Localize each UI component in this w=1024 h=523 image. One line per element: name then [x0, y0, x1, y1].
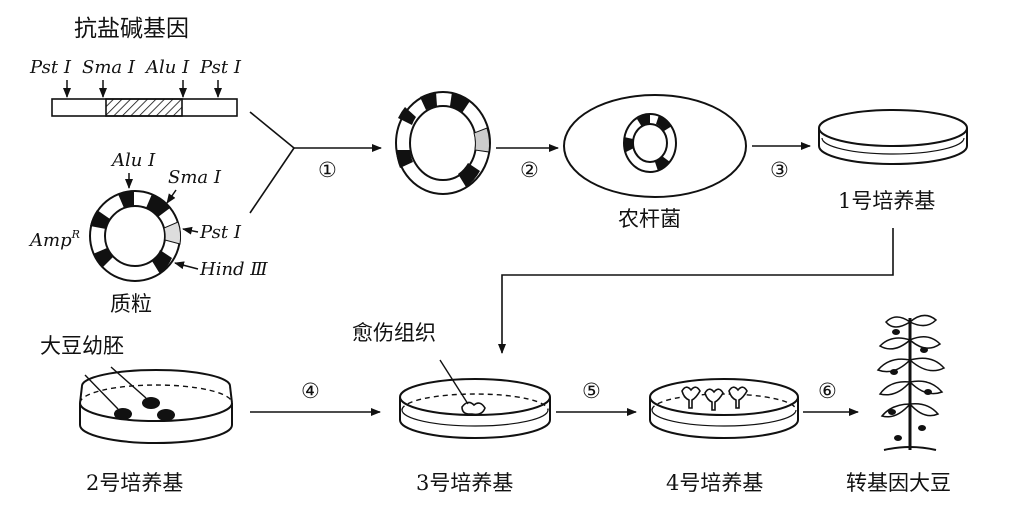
seedlings [681, 386, 748, 411]
plasmid-site-alu: Alu Ⅰ [110, 150, 156, 171]
step-5-label: ⑤ [582, 379, 601, 403]
soybean-embryos [84, 366, 175, 421]
salt-tolerance-gene-region [105, 98, 183, 117]
dish-2-label: 2号培养基 [86, 471, 183, 495]
agrobacterium-cell [563, 94, 747, 198]
plasmid-amp-label: AmpR [28, 228, 80, 251]
dna-segment [51, 98, 238, 117]
callus-tissue [461, 401, 486, 416]
plasmid-site-sma: Sma Ⅰ [168, 167, 222, 188]
step-2-label: ② [520, 158, 539, 182]
step-4-label: ④ [301, 379, 320, 403]
petri-dish-4 [649, 378, 799, 439]
bacterium-label: 农杆菌 [618, 207, 681, 231]
callus-label: 愈伤组织 [352, 321, 436, 345]
plasmid-hind-arrow [174, 261, 199, 270]
recombinant-plasmid [395, 91, 491, 195]
plasmid-sma-arrow [166, 189, 177, 204]
plasmid-ring [89, 190, 182, 282]
step-3-label: ③ [770, 158, 789, 182]
petri-dish-1 [818, 109, 968, 165]
plasmid-label: 质粒 [110, 292, 152, 316]
site-label-pst1: Pst Ⅰ [29, 57, 72, 78]
plasmid-pst-arrow [182, 226, 199, 235]
merge-lines [249, 111, 382, 214]
dish-3-label: 3号培养基 [416, 471, 513, 495]
step-6-label: ⑥ [818, 379, 837, 403]
site-label-sma: Sma Ⅰ [82, 57, 136, 78]
dish1-to-dish3-connector [498, 228, 894, 354]
callus-pointer [439, 359, 469, 405]
gene-site-arrows [63, 80, 222, 98]
site-label-pst2: Pst Ⅰ [199, 57, 242, 78]
step-1-label: ① [318, 158, 337, 182]
plant-label: 转基因大豆 [846, 471, 951, 495]
dish-1-label: 1号培养基 [838, 189, 935, 213]
gene-label: 抗盐碱基因 [74, 16, 189, 42]
plasmid-site-pst: Pst Ⅰ [199, 222, 242, 243]
plasmid-site-hind: Hind Ⅲ [199, 259, 268, 280]
embryo-label: 大豆幼胚 [40, 334, 124, 358]
dish-4-label: 4号培养基 [666, 471, 763, 495]
site-label-alu: Alu Ⅰ [144, 57, 190, 78]
soybean-plant [876, 314, 946, 451]
